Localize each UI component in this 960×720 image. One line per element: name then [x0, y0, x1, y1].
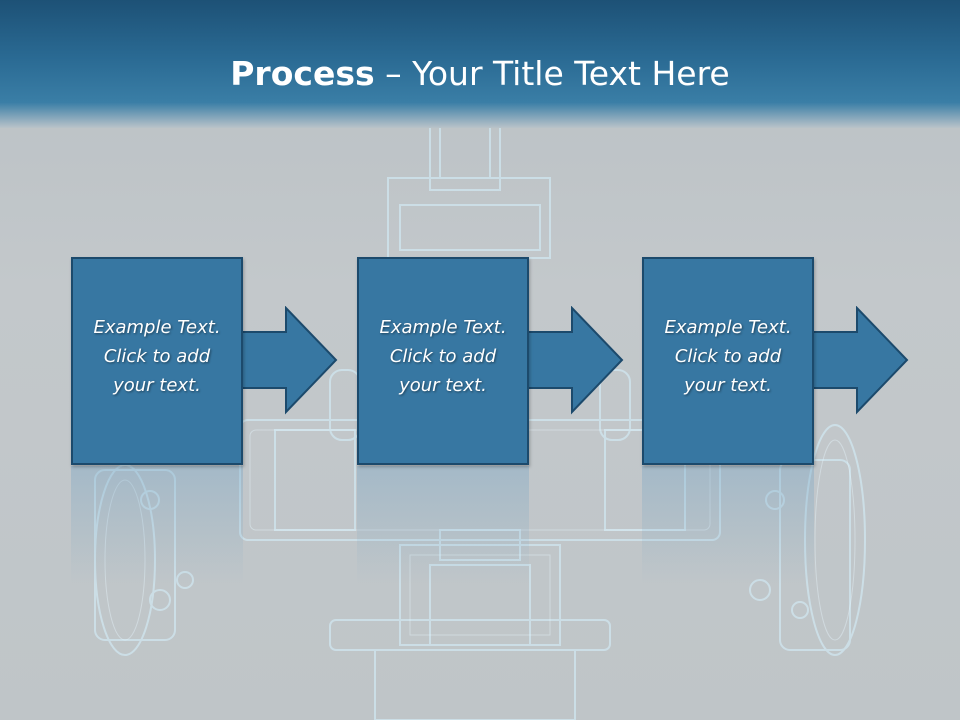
step-1-box[interactable]: Example Text. Click to add your text.: [71, 257, 243, 465]
step-3-box[interactable]: Example Text. Click to add your text.: [642, 257, 814, 465]
step-2-text: Example Text. Click to add your text.: [359, 313, 527, 400]
step-1-arrow: [240, 306, 338, 415]
step-1-text: Example Text. Click to add your text.: [73, 313, 241, 400]
step-1-reflection: [71, 466, 243, 586]
step-3-arrow: [811, 306, 909, 415]
step-1-line-1: Example Text.: [93, 317, 221, 338]
step-3-line-2: Click to add: [674, 346, 782, 367]
title-regular-part: – Your Title Text Here: [374, 54, 730, 93]
step-3-line-1: Example Text.: [664, 317, 792, 338]
step-2-arrow: [526, 306, 624, 415]
step-1-line-2: Click to add: [103, 346, 211, 367]
step-1-line-3: your text.: [113, 375, 201, 396]
title-bar: [0, 0, 960, 128]
step-2-reflection: [357, 466, 529, 586]
step-2-line-3: your text.: [399, 375, 487, 396]
title-bold-part: Process: [230, 54, 375, 93]
step-3-reflection: [642, 466, 814, 586]
step-3-line-3: your text.: [684, 375, 772, 396]
slide-title[interactable]: Process – Your Title Text Here: [0, 52, 960, 96]
step-2-box[interactable]: Example Text. Click to add your text.: [357, 257, 529, 465]
step-2-line-1: Example Text.: [379, 317, 507, 338]
step-3-text: Example Text. Click to add your text.: [644, 313, 812, 400]
step-2-line-2: Click to add: [389, 346, 497, 367]
